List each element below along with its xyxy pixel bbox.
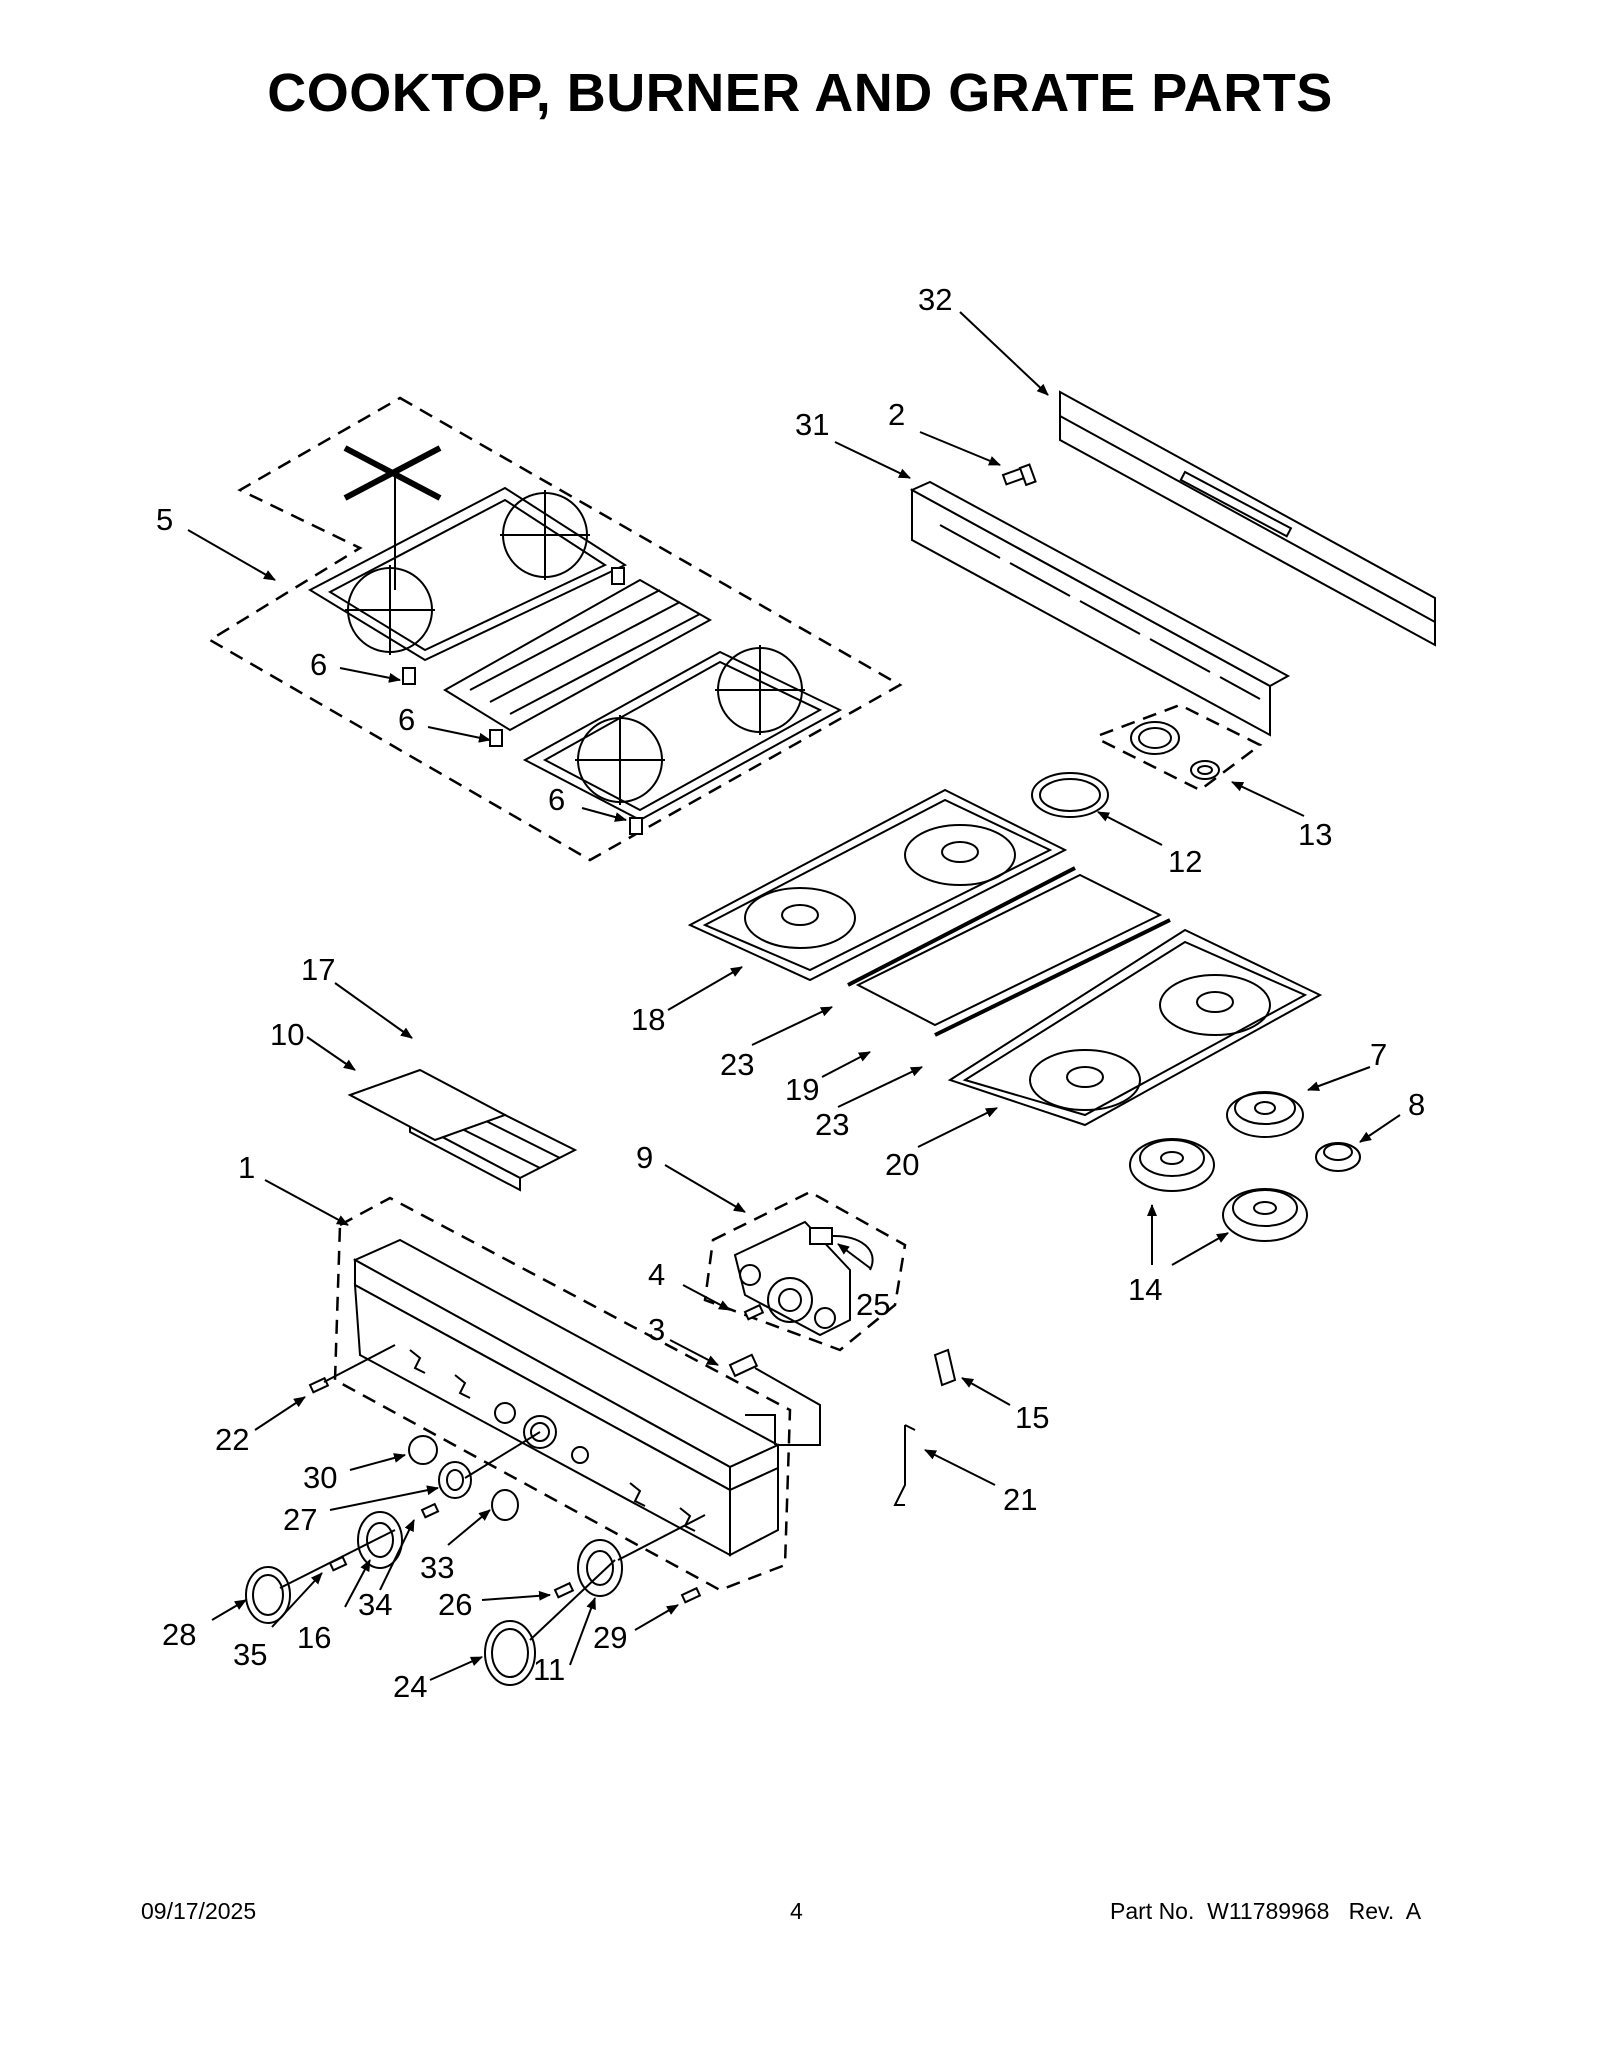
- right-grate: [522, 645, 843, 835]
- callout-13: 13: [1298, 817, 1332, 852]
- callout-33: 33: [420, 1550, 454, 1585]
- callout-34: 34: [358, 1587, 392, 1622]
- bracket-21: [893, 1424, 916, 1506]
- callout-11: 11: [533, 1652, 565, 1687]
- rear-vent-trim: [909, 480, 1291, 737]
- knob-28: [245, 1566, 291, 1624]
- callout-9: 9: [636, 1140, 653, 1175]
- grate-assembly-group: [207, 396, 903, 862]
- screw-29: [680, 1586, 702, 1604]
- insulation-shield: [347, 1068, 508, 1142]
- bezel-27: [438, 1461, 472, 1499]
- valve-assembly: [703, 1190, 907, 1352]
- page-title: COOKTOP, BURNER AND GRATE PARTS: [267, 63, 1333, 123]
- screw-4: [743, 1303, 765, 1321]
- griddle-seal-ring: [1031, 772, 1109, 818]
- left-burner-pan: [687, 788, 1068, 982]
- callout-30: 30: [303, 1460, 337, 1495]
- burner-8: [1315, 1142, 1361, 1172]
- callout-16: 16: [297, 1620, 331, 1655]
- callout-28: 28: [162, 1617, 196, 1652]
- knob-11: [577, 1539, 623, 1597]
- screw-35: [328, 1555, 348, 1572]
- burner-14b: [1222, 1188, 1308, 1242]
- callout-6-bottom: 6: [548, 782, 565, 817]
- callout-19: 19: [785, 1072, 819, 1107]
- callout-26: 26: [438, 1587, 472, 1622]
- callout-1: 1: [238, 1150, 255, 1185]
- burner-7: [1226, 1091, 1304, 1138]
- callout-29: 29: [593, 1620, 627, 1655]
- center-pan: [847, 866, 1171, 1037]
- callout-12: 12: [1168, 844, 1202, 879]
- callout-6-middle: 6: [398, 702, 415, 737]
- knob-30: [408, 1435, 438, 1465]
- bracket-15: [933, 1348, 957, 1387]
- callout-21: 21: [1003, 1482, 1037, 1517]
- callout-8: 8: [1408, 1087, 1425, 1122]
- screw-3: [728, 1353, 759, 1378]
- callout-6-top: 6: [310, 647, 327, 682]
- control-panel: [333, 1196, 792, 1592]
- knob-16: [357, 1511, 403, 1569]
- callout-25: 25: [856, 1287, 890, 1322]
- center-grate: [443, 578, 713, 747]
- callout-31: 31: [795, 407, 829, 442]
- footer-page-number: 4: [790, 1898, 803, 1924]
- knob-24: [484, 1620, 536, 1686]
- callout-15: 15: [1015, 1400, 1049, 1435]
- callout-10: 10: [270, 1017, 304, 1052]
- footer-date: 09/17/2025: [141, 1898, 257, 1924]
- callout-20: 20: [885, 1147, 919, 1182]
- footer-part-number: Part No. W11789968 Rev. A: [1110, 1898, 1422, 1924]
- knob-33: [491, 1489, 519, 1521]
- callout-17: 17: [301, 952, 335, 987]
- grate-spider: [343, 445, 442, 590]
- screw-34: [420, 1502, 440, 1519]
- callout-23-lower: 23: [815, 1107, 849, 1142]
- right-burner-pan: [947, 928, 1323, 1127]
- callout-2: 2: [888, 397, 905, 432]
- callout-4: 4: [648, 1257, 665, 1292]
- seal-rings-group: [1098, 703, 1263, 792]
- callout-5: 5: [156, 502, 173, 537]
- callout-27: 27: [283, 1502, 317, 1537]
- screw-26: [553, 1581, 575, 1599]
- callout-labels: 32 2 31 5 6 6 6 13 12 17 10 18 23 19 23 …: [156, 282, 1425, 1704]
- callout-35: 35: [233, 1637, 267, 1672]
- left-grate: [307, 486, 628, 685]
- callout-23-upper: 23: [720, 1047, 754, 1082]
- callout-22: 22: [215, 1422, 249, 1457]
- callout-3: 3: [648, 1312, 665, 1347]
- callout-24: 24: [393, 1669, 427, 1704]
- callout-18: 18: [631, 1002, 665, 1037]
- callout-7: 7: [1370, 1037, 1387, 1072]
- backguard-trim: [1059, 390, 1436, 647]
- burner-14a: [1129, 1138, 1215, 1192]
- screw-2: [1001, 463, 1037, 487]
- callout-32: 32: [918, 282, 952, 317]
- callout-14: 14: [1128, 1272, 1162, 1307]
- leader-lines: [187, 311, 1401, 1681]
